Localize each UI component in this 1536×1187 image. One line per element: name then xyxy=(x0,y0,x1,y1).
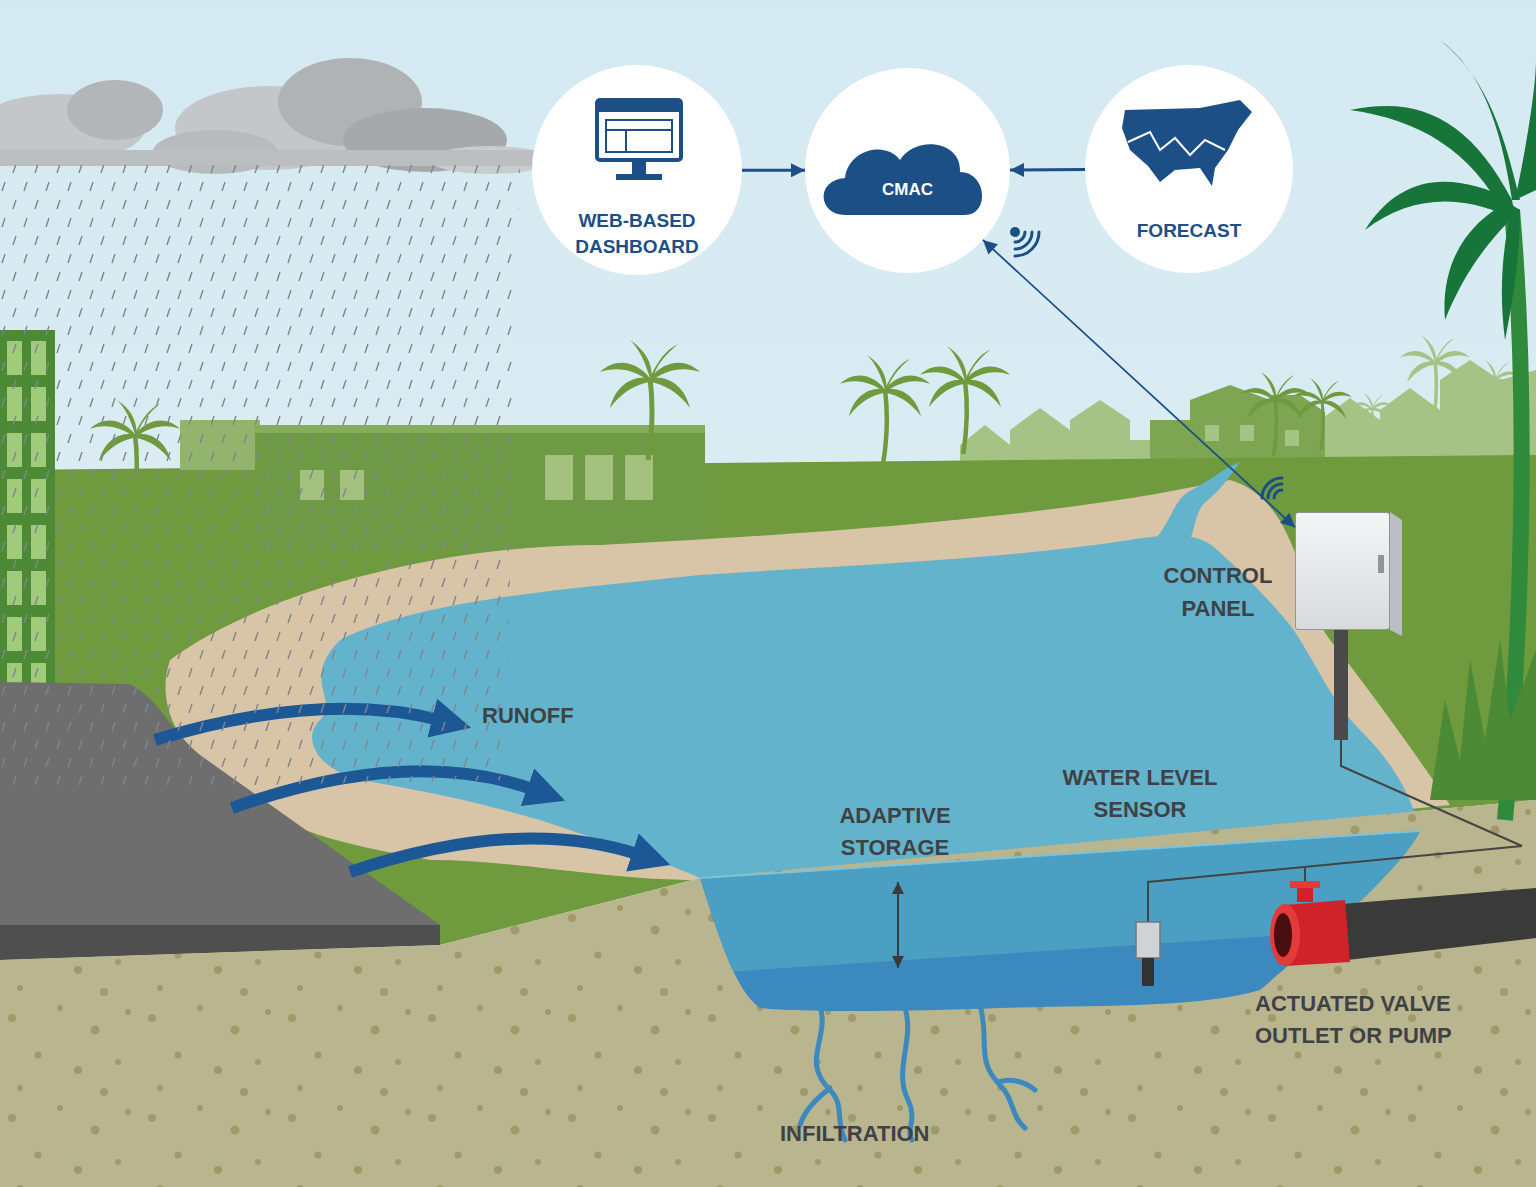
mid-house xyxy=(1150,385,1325,470)
map-icon xyxy=(1122,100,1252,186)
infiltration-roots xyxy=(800,1005,1035,1140)
outlet-pipe xyxy=(1330,888,1536,962)
far-houses xyxy=(1320,360,1536,470)
palm-tree xyxy=(840,355,930,463)
wifi-symbol xyxy=(1010,227,1039,256)
palm-tree xyxy=(1470,360,1520,420)
adaptive-storage-band xyxy=(680,828,1440,975)
connector-arrow xyxy=(742,169,805,172)
palm-tree xyxy=(600,340,700,460)
node-label: CMAC xyxy=(805,178,1010,202)
soil-texture xyxy=(0,800,1536,1187)
stream xyxy=(1150,462,1240,548)
connector-arrow xyxy=(1010,168,1085,171)
callout-label: RUNOFF xyxy=(482,700,642,732)
bush xyxy=(1430,640,1536,800)
valve-opening xyxy=(1274,913,1292,957)
storage-dimension xyxy=(897,882,899,968)
callout-label: INFILTRATION xyxy=(780,1118,1000,1150)
palm-tree xyxy=(1292,378,1352,450)
water-edge xyxy=(700,831,1420,878)
node-label: CONTROL PANEL xyxy=(1153,559,1283,625)
dashboard-circle: WEB-BASED DASHBOARD xyxy=(532,65,742,275)
callout-label: WATER LEVEL SENSOR xyxy=(1055,762,1225,826)
callout-label: ADAPTIVE STORAGE xyxy=(800,800,990,864)
water-level-sensor xyxy=(1136,922,1160,958)
forecast-circle: FORECAST xyxy=(1085,65,1293,273)
palm-tree xyxy=(1240,372,1310,456)
palm-tree xyxy=(1352,393,1392,441)
wifi-symbol xyxy=(1262,478,1282,498)
sensor-probe xyxy=(1142,958,1154,986)
storm-cloud xyxy=(0,58,550,174)
palm-fronds xyxy=(1350,40,1536,340)
house-windows xyxy=(1205,425,1299,446)
cloud-shape xyxy=(824,144,983,215)
connector-arrow xyxy=(983,240,1295,527)
valve-stem xyxy=(1297,886,1313,902)
panel-side xyxy=(1390,512,1402,636)
circle-fill xyxy=(1085,65,1293,273)
valve-face xyxy=(1270,904,1300,966)
panel-pole xyxy=(1334,630,1348,740)
circle-outline xyxy=(805,68,1010,273)
valve-handle xyxy=(1290,881,1320,888)
service-circle: CMAC xyxy=(805,68,1010,273)
soil-section xyxy=(0,800,1536,1187)
node-label: FORECAST xyxy=(1085,218,1293,244)
circle-fill xyxy=(532,65,742,275)
palm-tree xyxy=(1400,335,1470,419)
panel-latch xyxy=(1378,555,1384,573)
callout-label: ACTUATED VALVE OUTLET OR PUMP xyxy=(1255,988,1490,1052)
palm-tree xyxy=(920,346,1010,454)
rain xyxy=(0,165,520,790)
control-panel-box: CONTROL PANEL xyxy=(1295,512,1390,630)
node-label: WEB-BASED DASHBOARD xyxy=(552,208,722,260)
circle-outline xyxy=(1085,65,1293,273)
circle-fill xyxy=(805,68,1010,273)
monitor-icon xyxy=(597,100,681,180)
